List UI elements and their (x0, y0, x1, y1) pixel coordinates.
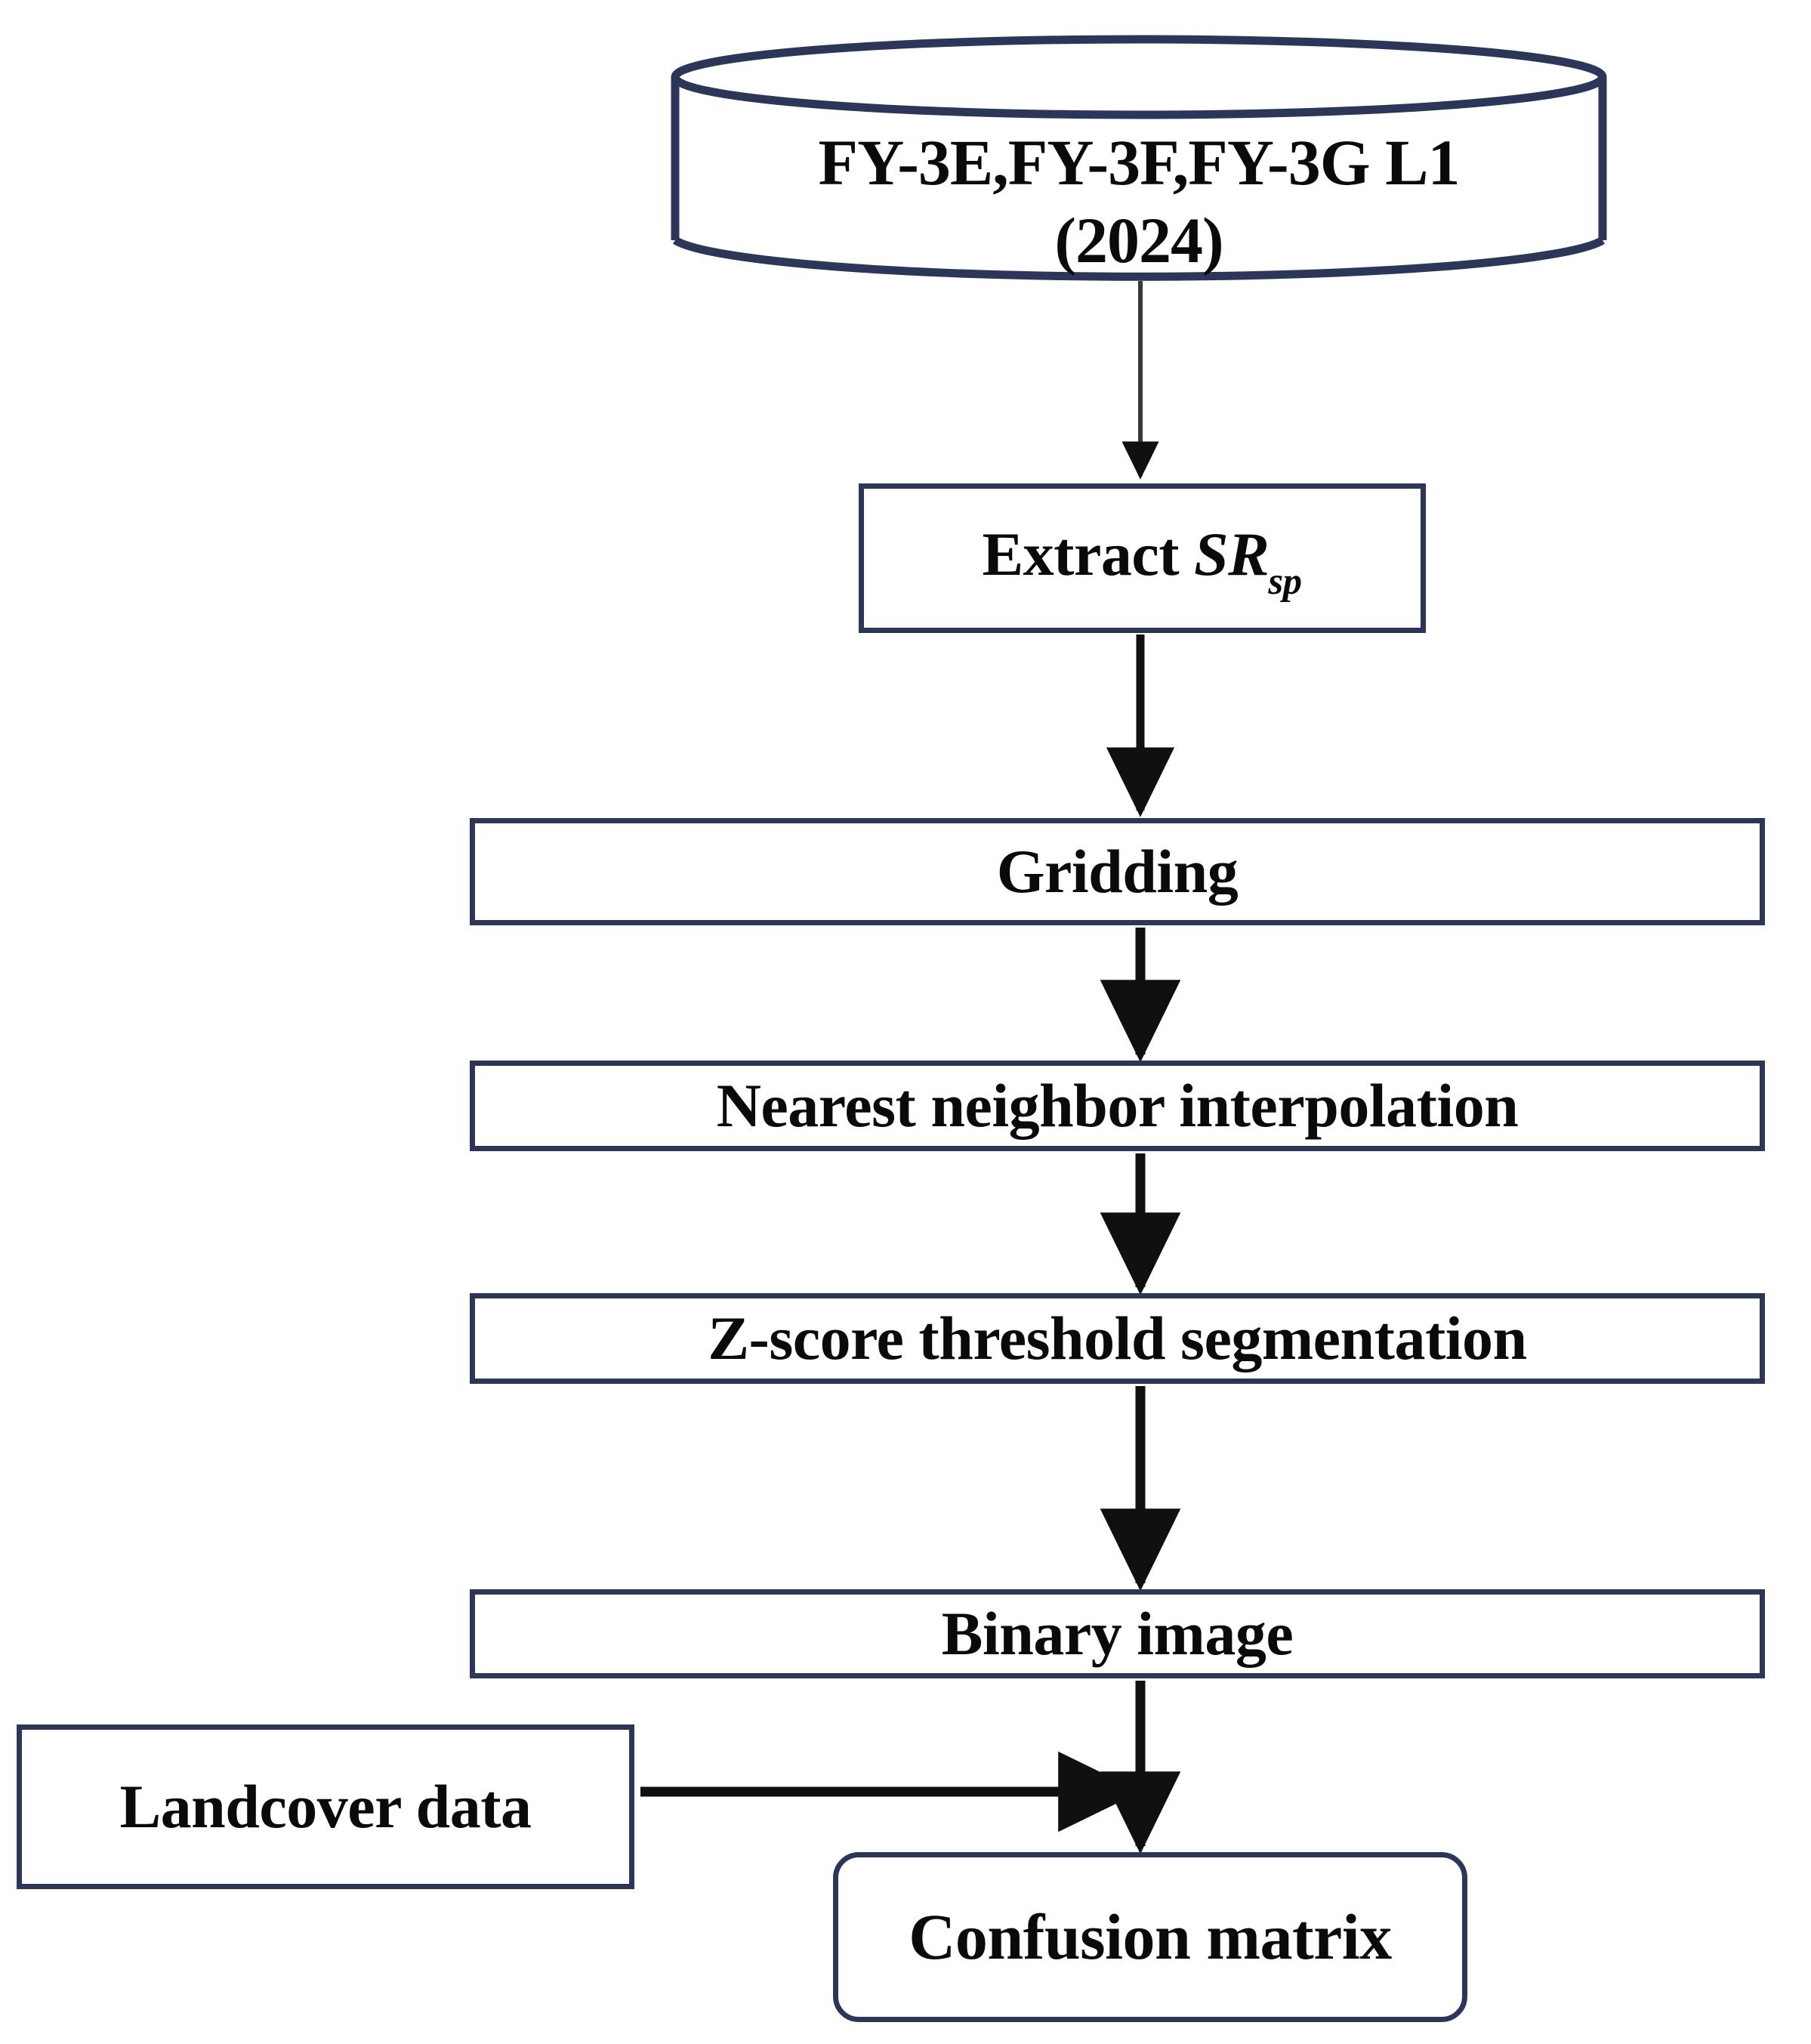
data-source-line2: (2024) (1054, 204, 1223, 277)
node-confusion-matrix[interactable]: Confusion matrix (833, 1852, 1467, 2022)
extract-prefix: Extract (982, 519, 1195, 588)
node-zscore-threshold-segmentation[interactable]: Z-score threshold segmentation (470, 1293, 1765, 1384)
cylinder-shape (671, 35, 1607, 281)
extract-label: Extract SRsp (982, 519, 1302, 603)
data-source-label: FY-3E,FY-3F,FY-3G L1 (2024) (671, 124, 1607, 279)
zscore-label: Z-score threshold segmentation (708, 1304, 1527, 1373)
node-nearest-neighbor-interpolation[interactable]: Nearest neighbor interpolation (470, 1061, 1765, 1151)
binary-label: Binary image (941, 1599, 1294, 1669)
node-landcover-data[interactable]: Landcover data (17, 1724, 634, 1889)
node-gridding[interactable]: Gridding (470, 818, 1765, 925)
extract-symbol: SR (1194, 519, 1270, 588)
data-source-line1: FY-3E,FY-3F,FY-3G L1 (818, 126, 1461, 199)
node-data-source[interactable]: FY-3E,FY-3F,FY-3G L1 (2024) (671, 35, 1607, 284)
node-binary-image[interactable]: Binary image (470, 1589, 1765, 1678)
gridding-label: Gridding (996, 837, 1239, 906)
nearest-label: Nearest neighbor interpolation (716, 1071, 1519, 1141)
node-extract-sr[interactable]: Extract SRsp (859, 483, 1426, 633)
extract-subscript: sp (1268, 560, 1302, 603)
landcover-label: Landcover data (119, 1772, 532, 1842)
confusion-label: Confusion matrix (909, 1900, 1392, 1974)
